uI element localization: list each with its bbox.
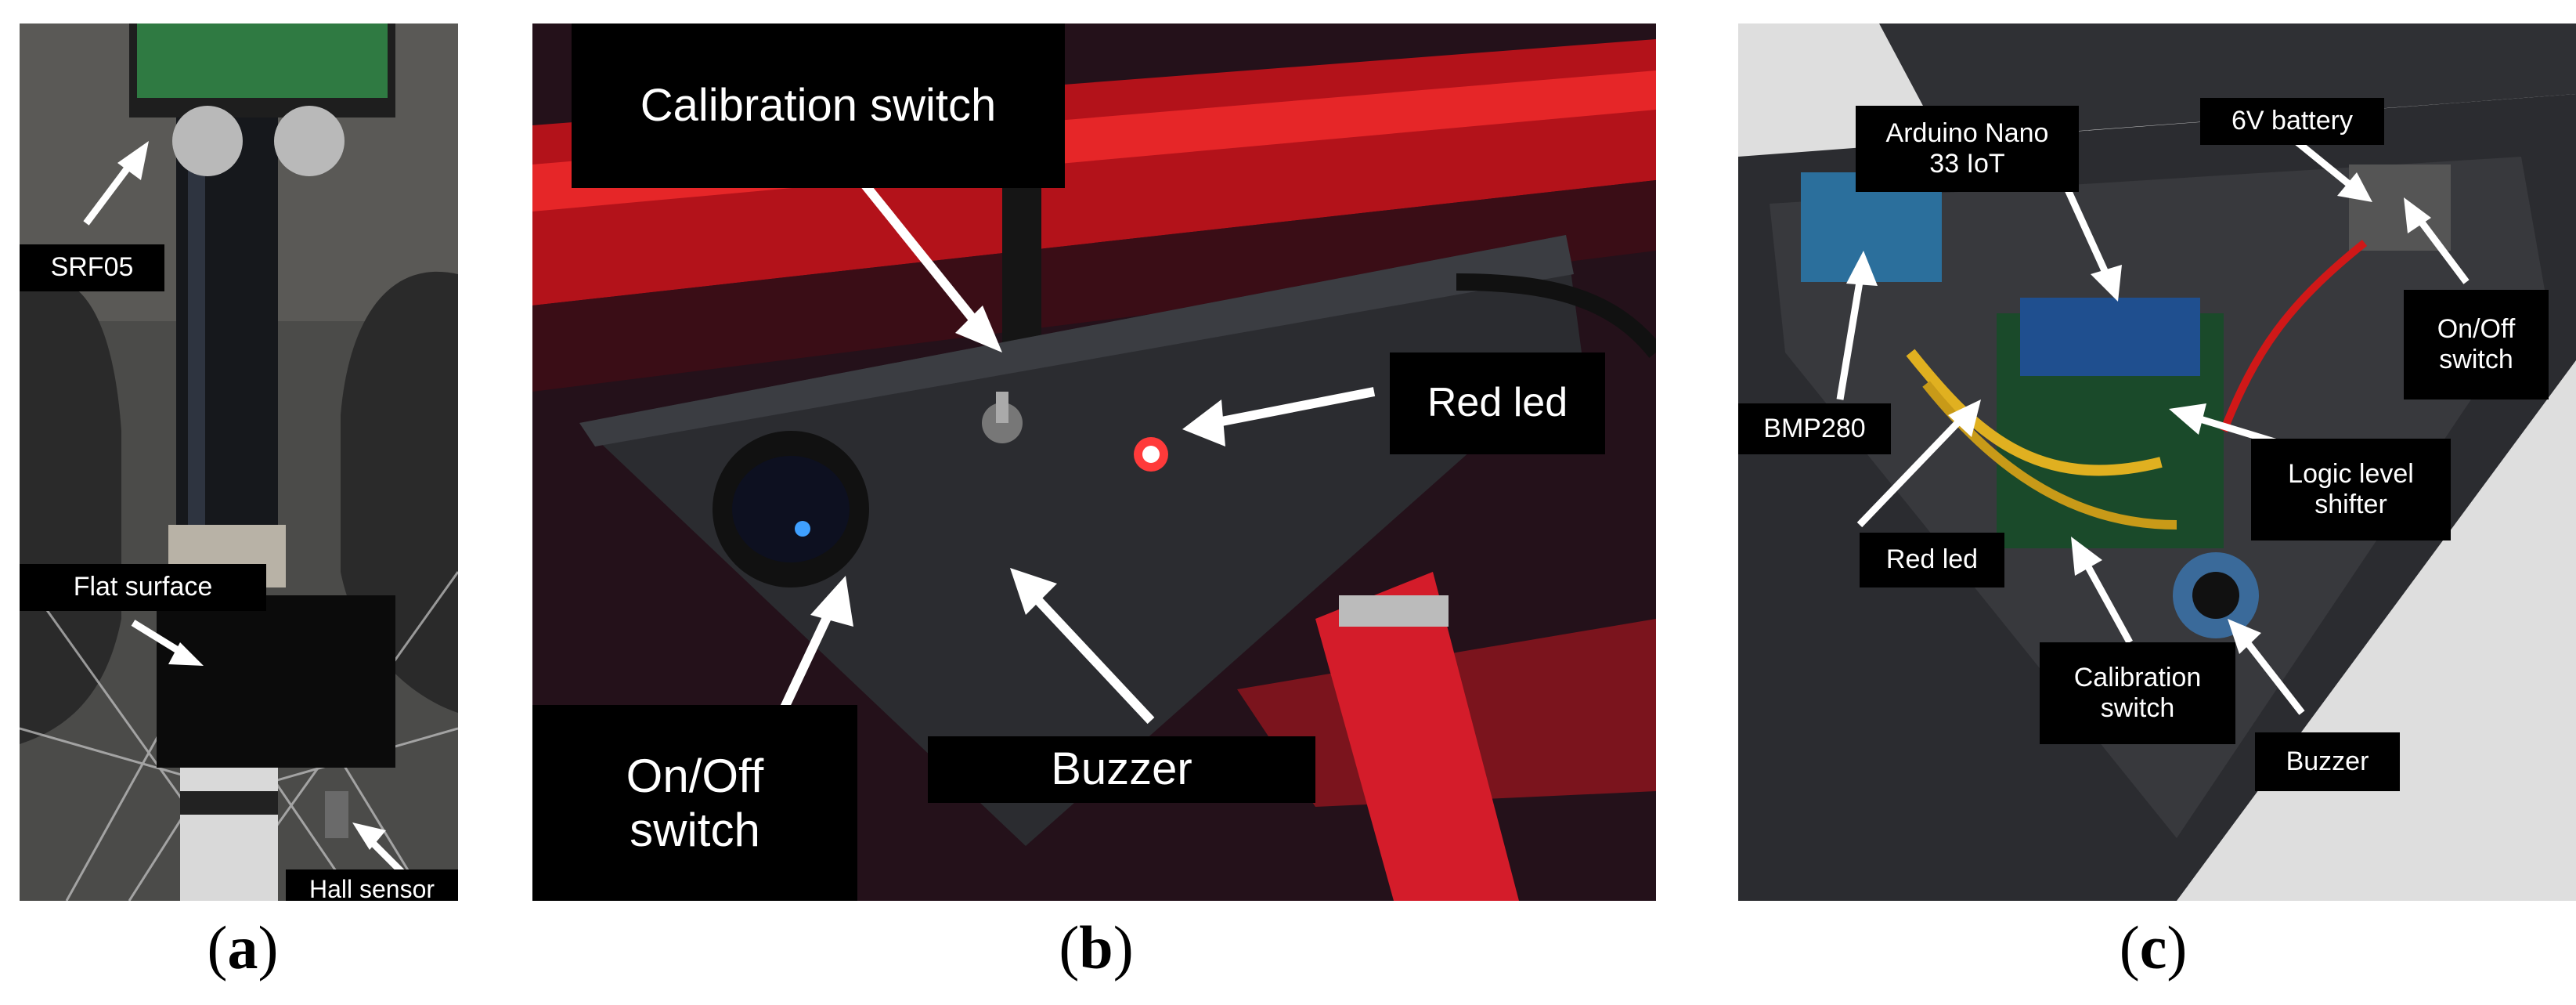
label-srf05: SRF05 (20, 244, 164, 291)
caption-b: (b) (1059, 913, 1134, 982)
label-buzzer-c: Buzzer (2255, 732, 2400, 791)
label-on-off-switch: On/Off switch (532, 705, 857, 901)
caption-c: (c) (2119, 913, 2188, 982)
caption-c-letter: c (2139, 913, 2167, 982)
label-on-off-switch-c: On/Off switch (2404, 290, 2549, 399)
panel-a-photo: SRF05 Flat surface Hall sensor (20, 23, 458, 901)
label-red-led-c: Red led (1860, 533, 2004, 587)
caption-a-letter: a (227, 913, 258, 982)
panel-a-scene (20, 23, 458, 901)
caption-b-letter: b (1079, 913, 1113, 982)
panel-b-photo: Calibration switch Red led On/Off switch… (532, 23, 1656, 901)
caption-a: (a) (207, 913, 279, 982)
label-calibration-switch-c: Calibration switch (2040, 642, 2235, 744)
label-6v-battery: 6V battery (2200, 98, 2384, 145)
label-bmp280: BMP280 (1738, 403, 1891, 454)
panel-c-scene (1738, 23, 2576, 901)
label-logic-level-shifter: Logic level shifter (2251, 439, 2451, 540)
label-arduino-nano: Arduino Nano 33 IoT (1856, 106, 2079, 192)
label-flat-surface: Flat surface (20, 564, 266, 611)
label-red-led: Red led (1390, 352, 1605, 454)
label-calibration-switch: Calibration switch (572, 23, 1065, 188)
panel-c-photo: Arduino Nano 33 IoT 6V battery On/Off sw… (1738, 23, 2576, 901)
label-hall-sensor: Hall sensor (286, 869, 458, 901)
label-buzzer: Buzzer (928, 736, 1315, 803)
